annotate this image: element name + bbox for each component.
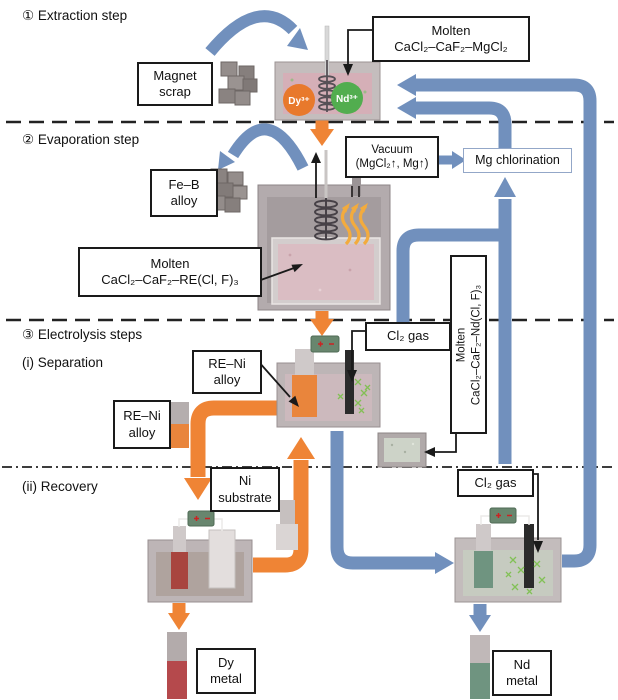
crucible-melt: [278, 244, 374, 300]
dy-cathode-deposit: [171, 552, 188, 589]
arrowhead-into-mg-chlorination: [494, 177, 516, 197]
heat-arrowhead-2: [351, 203, 359, 213]
separation-anode-carbon: [345, 350, 354, 414]
evaporation-coil: [314, 175, 338, 241]
re-ni-alloy-product-box: RE–Ni alloy: [113, 400, 171, 449]
arrowhead-dy-metal: [168, 613, 190, 630]
pointer-head-molten-evaporation: [291, 264, 303, 273]
pointer-molten-evaporation: [257, 267, 295, 282]
molten-extraction-box: Molten CaCl₂–CaF₂–MgCl₂: [372, 16, 530, 62]
pointer-head-molten-nd-tray: [424, 447, 435, 457]
cl2-gas-recovery-box: Cl₂ gas: [457, 469, 534, 497]
section-separators: [2, 120, 616, 468]
evaporation-vessel: [257, 150, 391, 311]
nd-power-supply: [480, 507, 530, 525]
pointer-head-molten-extraction: [343, 64, 353, 76]
electrolysis-steps-label: ③ Electrolysis steps: [22, 327, 143, 342]
cl2-gas-separation-box: Cl₂ gas: [365, 322, 451, 351]
nd-ion-label: Nd³⁺: [336, 94, 358, 105]
pointer-re-ni-cathode: [257, 360, 291, 398]
molten-nd-vertical-text: Molten CaCl₂–CaF₂–Nd(Cl, F)₃: [454, 284, 482, 405]
pipe-cl2-separation-branch: [396, 228, 501, 322]
re-ni-alloy-rod: [170, 402, 189, 448]
extraction-step-label: ① Extraction step: [22, 8, 128, 23]
nd-cl2-bubbles: [505, 556, 546, 595]
recovery-step-label: (ii) Recovery: [22, 479, 98, 494]
dy-cathode-holder: [173, 526, 186, 553]
dy-ion-label: Dy³⁺: [288, 96, 309, 107]
separation-cathode-re-ni: [292, 375, 317, 417]
nd-recovery-cell: [454, 507, 562, 603]
arrowhead-loading-extraction: [287, 28, 308, 50]
blue-pipe-network: [205, 10, 597, 632]
pipe-separation-to-dy-cell: [190, 400, 278, 477]
suction-arrowhead: [311, 152, 321, 163]
pointer-head-re-ni-cathode: [288, 395, 299, 407]
pointer-cl2-separation: [351, 330, 365, 370]
pointer-molten-extraction: [347, 29, 372, 64]
dy-metal-box: Dy metal: [196, 648, 256, 694]
nd-metal-box: Nd metal: [492, 650, 552, 696]
molten-evaporation-box: Molten CaCl₂–CaF₂–RE(Cl, F)₃: [78, 247, 262, 297]
arrowhead-recycle-upper: [397, 74, 416, 96]
pipe-nd-salt-recycle: [416, 78, 597, 568]
dy-wires: [178, 518, 223, 531]
unloading-arrow-evaporation: [227, 123, 309, 171]
extraction-vessel: Dy³⁺ Nd³⁺: [274, 25, 381, 121]
arrowhead-return-to-separation: [287, 437, 315, 459]
nd-metal-rod: [470, 635, 490, 699]
arrowhead-extraction-to-evap: [310, 129, 334, 146]
separation-cl2-bubbles: [337, 378, 371, 414]
heat-arrowhead-1: [342, 203, 350, 213]
dy-metal-rod: [167, 632, 187, 699]
pipe-melt-to-nd-cell: [330, 431, 436, 570]
pointer-molten-nd-tray: [432, 430, 457, 453]
pointer-head-cl2-separation: [347, 370, 357, 382]
ni-substrate-rod: [276, 500, 298, 550]
arrowhead-unloading-evaporation: [218, 151, 235, 170]
arrowhead-into-nd-cell: [435, 552, 454, 574]
re-ni-alloy-cathode-box: RE–Ni alloy: [192, 350, 262, 394]
separation-step-label: (i) Separation: [22, 355, 104, 370]
arrowhead-evap-to-separation: [310, 319, 334, 336]
nd-wires: [480, 515, 530, 525]
nd-cathode-deposit: [474, 551, 493, 588]
heat-vapor-arrows: [340, 204, 370, 246]
separation-power-supply: [310, 335, 340, 353]
arrowhead-vacuum-to-mg: [452, 151, 466, 169]
heat-arrowhead-3: [360, 203, 368, 213]
arrowhead-into-dy-cell: [184, 478, 212, 500]
dy-recovery-cell: [147, 510, 253, 603]
molten-nd-vertical-box: Molten CaCl₂–CaF₂–Nd(Cl, F)₃: [450, 255, 487, 434]
nd-ion-circle: [331, 82, 363, 114]
arrowhead-recycle-lower: [397, 97, 416, 119]
evaporation-step-label: ② Evaporation step: [22, 132, 140, 147]
magnet-scrap-cubes: [218, 61, 258, 106]
pipe-dy-cell-return: [253, 460, 309, 573]
salt-tray: [377, 432, 427, 468]
arrowhead-nd-metal: [469, 615, 491, 632]
separation-cathode-holder: [295, 349, 314, 376]
ni-substrate-box: Ni substrate: [210, 467, 280, 512]
magnet-scrap-box: Magnet scrap: [137, 62, 213, 106]
orange-pipe-network: [168, 119, 334, 630]
dy-power-supply: [178, 510, 223, 531]
loading-arrow-extraction: [205, 10, 298, 56]
fe-b-alloy-box: Fe–B alloy: [150, 169, 218, 217]
nd-cathode-holder: [476, 524, 491, 552]
pointer-head-cl2-recovery: [533, 541, 543, 553]
pipe-mgcl2-return: [416, 101, 512, 149]
vacuum-tube: [352, 174, 361, 196]
dy-anode-re-ni: [208, 529, 236, 589]
dy-ion-circle: [283, 84, 315, 116]
vacuum-box: Vacuum (MgCl₂↑, Mg↑): [345, 136, 439, 178]
mg-chlorination-box: Mg chlorination: [463, 148, 572, 173]
separation-cell: [276, 335, 381, 428]
nd-anode-carbon: [524, 524, 534, 588]
